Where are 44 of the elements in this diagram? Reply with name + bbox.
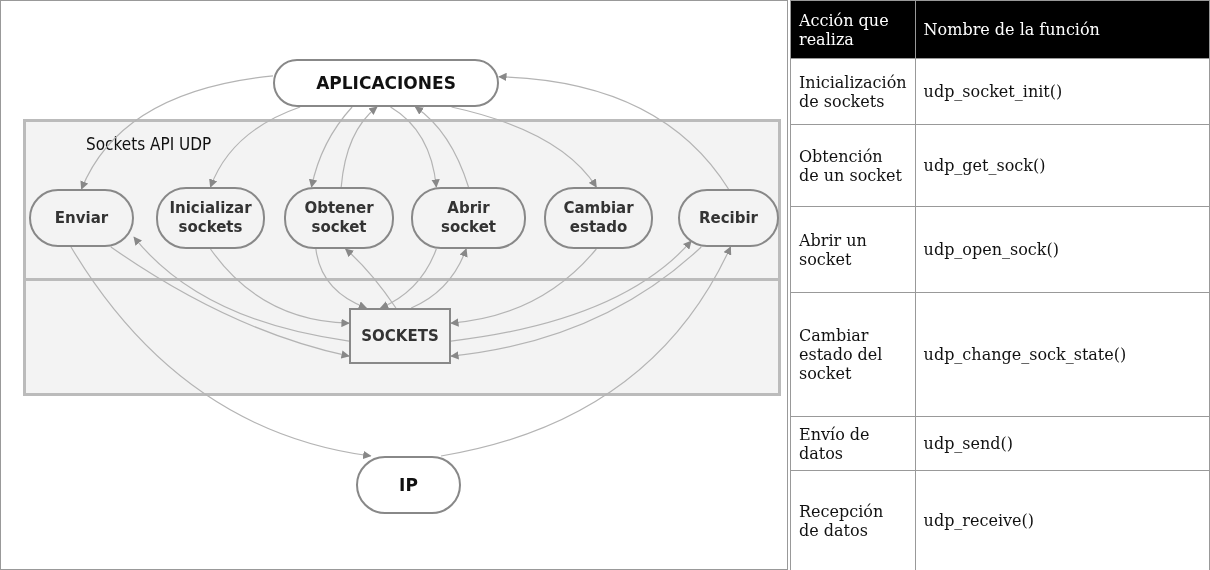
arrow [340,106,378,188]
table-cell: udp_socket_init() [915,58,1210,125]
arrow [344,248,397,309]
table-cell: udp_change_sock_state() [915,292,1210,417]
table-cell: udp_open_sock() [915,206,1210,293]
arrow [450,106,597,188]
process-node: IP [356,456,461,514]
table-cell: Obtención de un socket [790,124,916,207]
arrow [209,106,301,188]
group-panel [23,119,781,281]
arrow [450,246,702,360]
arrow [80,75,274,190]
process-node: Recibir [678,189,779,247]
column-header: Nombre de la función [915,0,1210,59]
table-cell: udp_get_sock() [915,124,1210,207]
table-cell: Abrir un socket [790,206,916,293]
arrow [315,248,368,309]
process-node: Enviar [29,189,134,247]
arrow [450,240,692,342]
arrow [70,246,372,459]
arrow [389,106,440,188]
arrow [379,248,437,309]
arrow [209,248,350,327]
table-cell: Cambiar estado del socket [790,292,916,417]
table-cell: udp_send() [915,416,1210,471]
arrow [110,246,350,359]
arrow [450,248,597,327]
table-cell: Envío de datos [790,416,916,471]
arrow [133,236,350,342]
column-header: Acción que realiza [790,0,916,59]
arrow [498,73,730,190]
arrow [410,248,468,309]
process-node: Abrir socket [411,187,526,249]
arrow [309,106,353,188]
process-node: Obtener socket [284,187,394,249]
arrow [414,106,470,188]
process-node: SOCKETS [349,308,451,364]
process-node: Cambiar estado [544,187,653,249]
process-node: APLICACIONES [273,59,499,107]
table-cell: Recepción de datos [790,470,916,570]
table-cell: Inicialización de sockets [790,58,916,125]
group-title: Sockets API UDP [86,134,212,154]
process-node: Inicializar sockets [156,187,265,249]
arrow [440,246,732,457]
